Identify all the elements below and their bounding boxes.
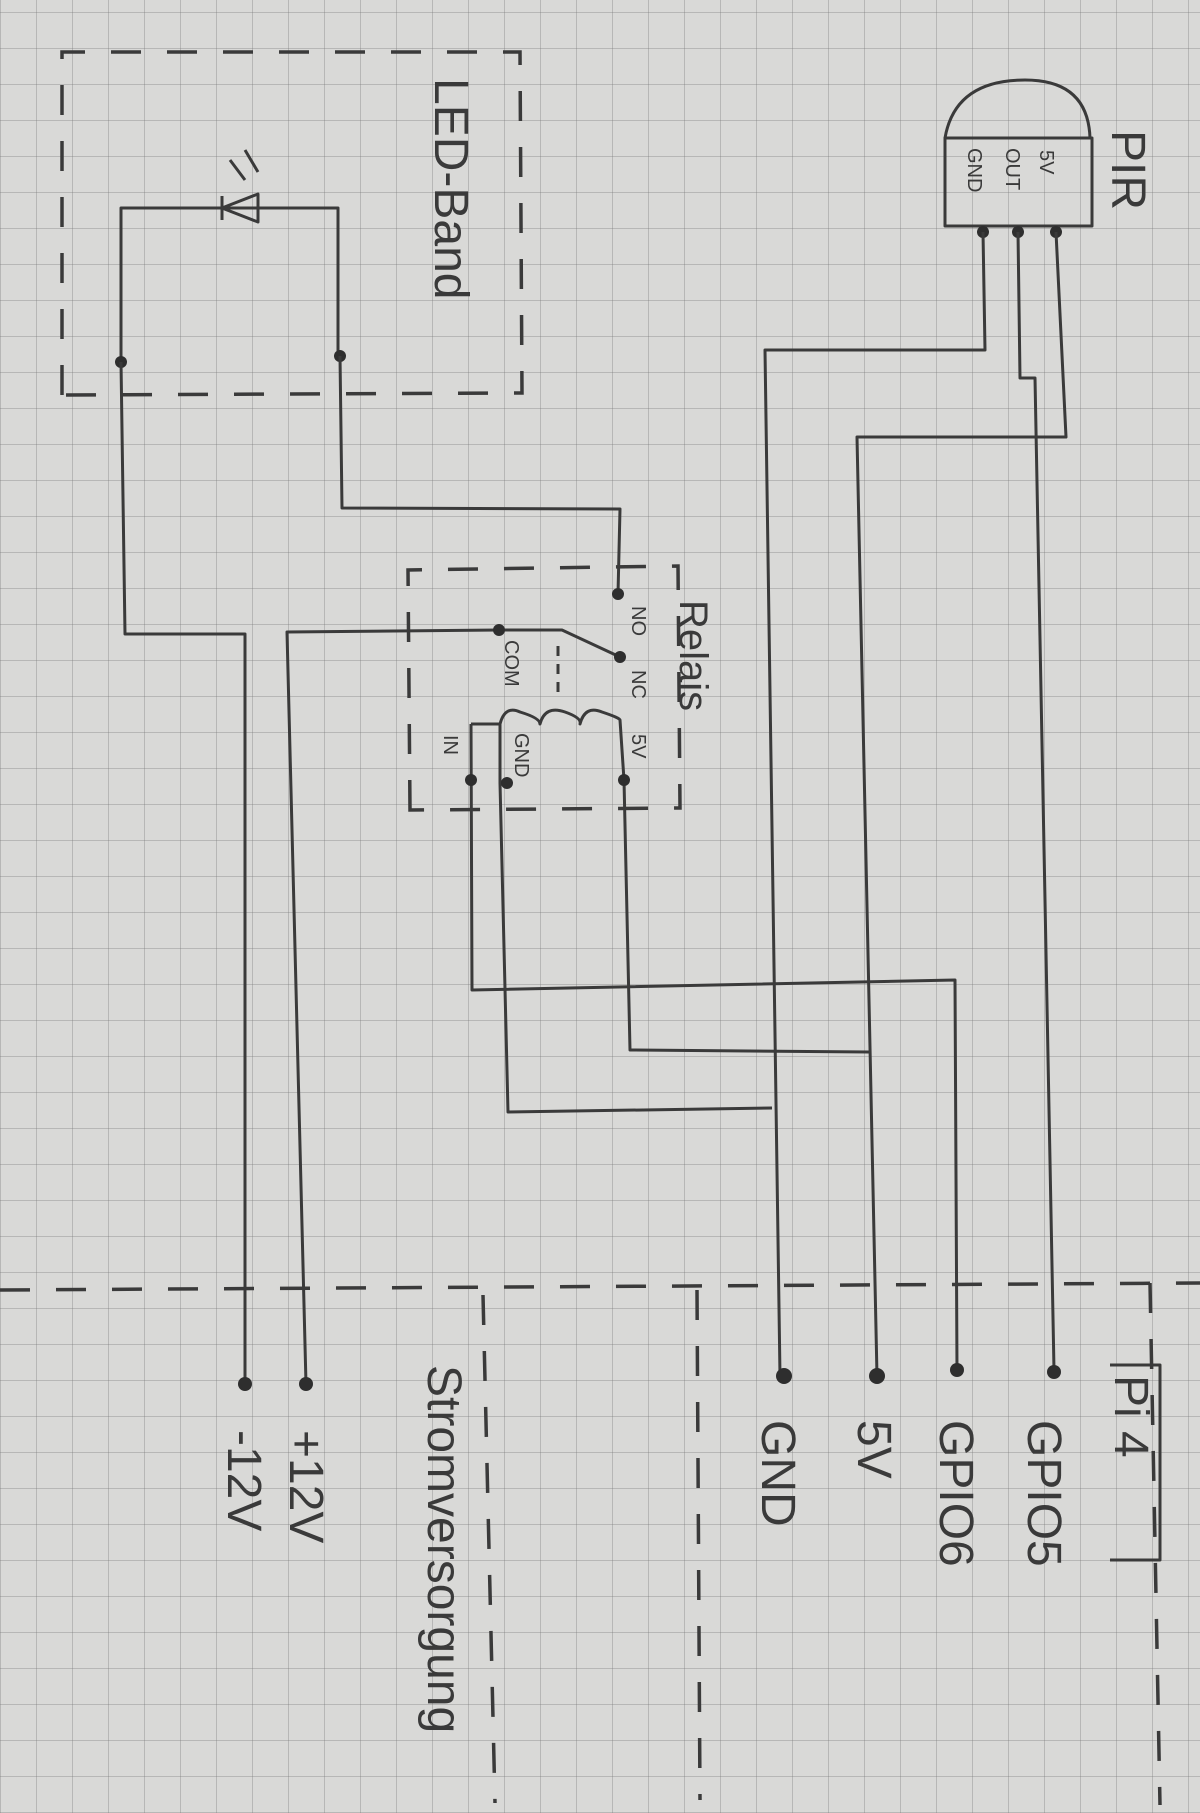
- pi-gpio5-label: GPIO5: [1017, 1420, 1070, 1567]
- power-plus-12v-label: +12V: [279, 1430, 332, 1543]
- power-title: Stromversorgung: [417, 1365, 470, 1733]
- pir-pin-out: OUT: [1001, 148, 1023, 190]
- relay-title: Relais: [671, 600, 715, 711]
- pi-gnd-label: GND: [751, 1420, 804, 1527]
- relay-nc-label: NC: [627, 670, 649, 699]
- relay-com-label: COM: [500, 640, 522, 687]
- wires: [119, 231, 1068, 1385]
- pi-gpio6-label: GPIO6: [929, 1420, 982, 1567]
- led-band-box: [60, 50, 524, 397]
- pir-pin-gnd: GND: [963, 148, 985, 192]
- led-diode-icon: [220, 192, 260, 224]
- terminals: [238, 1363, 1061, 1391]
- pir-sensor: [943, 78, 1094, 238]
- led-band-title: LED-Band: [424, 78, 477, 299]
- relay-in-label: IN: [439, 735, 461, 755]
- relay: [465, 588, 630, 789]
- pi-label-box: [1110, 1363, 1162, 1562]
- power-minus-12v-label: -12V: [217, 1430, 270, 1531]
- relay-coil-icon: [471, 708, 626, 783]
- relay-no-label: NO: [627, 606, 649, 636]
- pir-title: PIR: [1101, 130, 1154, 210]
- relay-gnd-label: GND: [510, 733, 532, 777]
- pi-title: Pi 4: [1104, 1375, 1157, 1458]
- relay-box: [406, 564, 682, 812]
- light-arrows-icon: [228, 149, 260, 181]
- section-dividers: [0, 1281, 1200, 1806]
- pi-5v-label: 5V: [847, 1420, 900, 1479]
- relay-5v-label: 5V: [627, 734, 649, 759]
- pir-pin-5v: 5V: [1035, 150, 1057, 175]
- led-strip: [115, 149, 346, 368]
